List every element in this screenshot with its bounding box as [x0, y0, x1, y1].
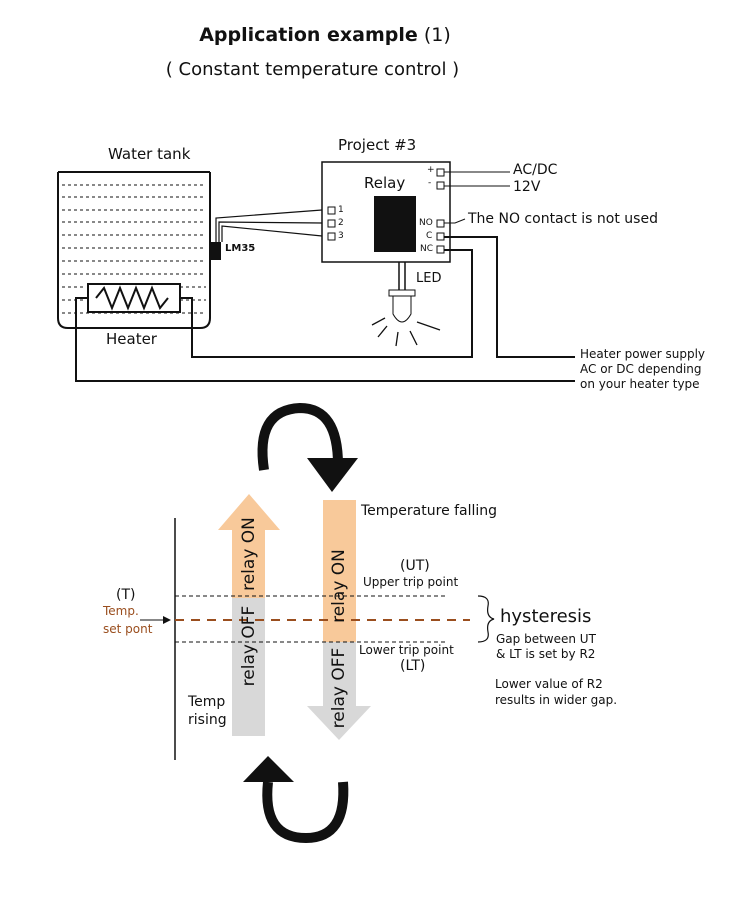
title-number: (1) [423, 24, 451, 46]
relay-pin-c [436, 232, 445, 241]
temp-set-point-line-1: Temp. [103, 604, 139, 618]
heater-label: Heater [106, 330, 157, 348]
lm35-label: LM35 [225, 243, 256, 254]
sensor-pin-3-label: 3 [338, 231, 344, 241]
hysteresis-brace [477, 595, 495, 643]
heater [87, 283, 181, 313]
temp-set-point-line-2: set pont [103, 622, 153, 636]
heater-coil [95, 285, 169, 311]
relay-pin-c-label: C [426, 231, 433, 241]
hysteresis-title: hysteresis [500, 606, 592, 627]
relay-pin-nc [436, 245, 445, 254]
relay-label: Relay [364, 174, 406, 192]
relay [374, 196, 416, 252]
power-label-acdc: AC/DC [513, 162, 558, 178]
page-subtitle: ( Constant temperature control ) [165, 59, 460, 80]
heater-supply-line-1: Heater power supply [580, 347, 706, 361]
power-pin-plus-label: + [427, 165, 435, 175]
water-tank [57, 172, 211, 329]
no-contact-note: The NO contact is not used [468, 211, 658, 227]
lower-trip-point-label: Lower trip point [359, 643, 454, 657]
hysteresis-note-2: & LT is set by R2 [496, 647, 596, 661]
led-rays [371, 317, 441, 347]
heater-supply-line-2: AC or DC depending [580, 362, 702, 376]
upper-trip-point-label: Upper trip point [363, 575, 459, 589]
heater-supply-line-3: on your heater type [580, 377, 700, 391]
temp-rising-line-1: Temp [188, 694, 226, 710]
project-label: Project #3 [338, 136, 417, 154]
ut-label: (UT) [400, 558, 430, 574]
lm35-sensor [211, 242, 221, 260]
lt-label: (LT) [400, 658, 426, 674]
water-tank-label: Water tank [108, 145, 191, 163]
title-main: Application example [199, 24, 418, 46]
relay-pin-nc-label: NC [420, 244, 434, 254]
falling-arrow-on [323, 500, 356, 642]
t-label: (T) [116, 587, 136, 603]
led-label: LED [416, 271, 442, 286]
rising-relay-on-label: relay ON [239, 517, 259, 591]
rising-arrow-on [218, 494, 280, 598]
bottom-cycle-arrow [262, 781, 349, 844]
sensor-pin-1-label: 1 [338, 205, 344, 215]
sensor-pin-3 [327, 232, 336, 241]
rising-relay-off-label: relay OFF [239, 605, 259, 687]
power-pin-plus [436, 168, 445, 177]
sensor-pin-2 [327, 219, 336, 228]
falling-relay-on-label: relay ON [329, 549, 349, 623]
sensor-pin-1 [327, 206, 336, 215]
temperature-falling-label: Temperature falling [361, 503, 498, 519]
page-title: Application example (1) [0, 24, 650, 46]
falling-relay-off-label: relay OFF [329, 647, 349, 729]
power-label-12v: 12V [513, 179, 541, 195]
led-body [392, 295, 412, 323]
power-pin-minus [436, 181, 445, 190]
relay-pin-no [436, 219, 445, 228]
hysteresis-note-4: results in wider gap. [495, 693, 618, 707]
power-pin-minus-label: - [428, 178, 432, 188]
sensor-pin-2-label: 2 [338, 218, 344, 228]
temp-rising-line-2: rising [188, 712, 227, 728]
hysteresis-note-3: Lower value of R2 [495, 677, 603, 691]
hysteresis-note-1: Gap between UT [496, 632, 596, 646]
led-base [388, 289, 416, 297]
relay-pin-no-label: NO [419, 218, 433, 228]
top-cycle-arrow [257, 402, 343, 471]
falling-arrow-off [307, 642, 371, 740]
